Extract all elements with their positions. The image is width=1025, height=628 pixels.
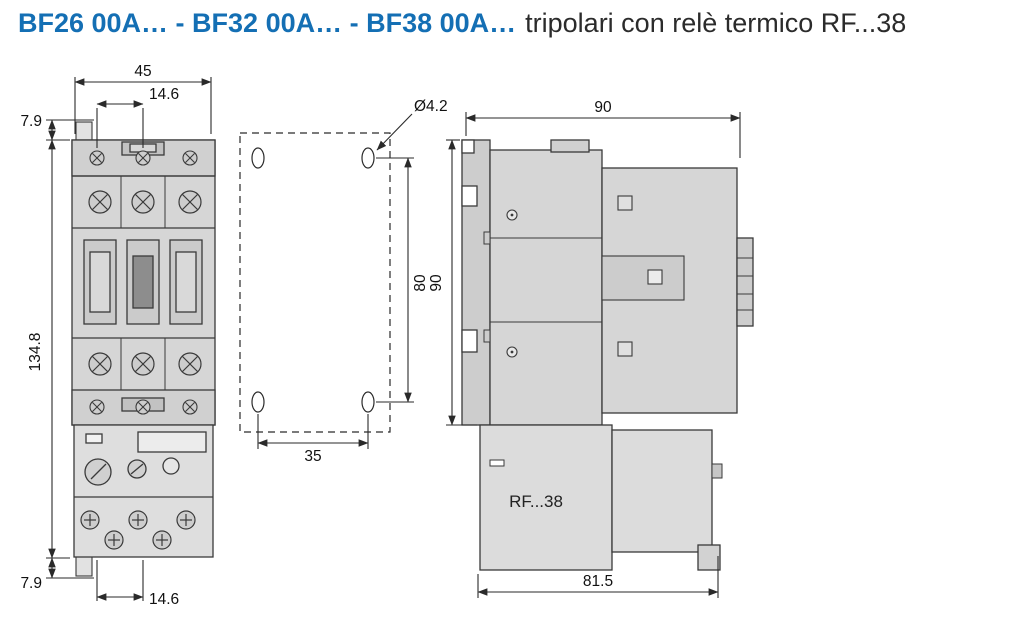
drilling-outline: [239, 132, 391, 433]
side-view-dimensions: [446, 112, 741, 598]
dim-front-height: 134.8: [27, 333, 44, 372]
dim-front-offset-top: 7.9: [20, 113, 42, 130]
dim-front-width: 45: [134, 63, 151, 80]
dim-front-pitch-bottom: 14.6: [149, 591, 179, 608]
page-title: BF26 00A… - BF32 00A… - BF38 00A… tripola…: [18, 6, 906, 40]
test-button: [162, 457, 180, 475]
contactor-side-body: [483, 139, 754, 426]
dim-side-height: 90: [428, 274, 445, 292]
dim-front-offset-bottom: 7.9: [20, 575, 42, 592]
drilling-plan-dimensions: [257, 113, 414, 449]
pole-windows: [83, 239, 203, 325]
mounting-holes: [251, 147, 375, 413]
drilling-plan-labels: Ø4.2 80 35: [304, 98, 447, 465]
dim-relay-depth: 81.5: [583, 573, 613, 590]
relay-model-label: RF...38: [509, 492, 563, 511]
page-subtitle: tripolari con relè termico RF...38: [525, 8, 907, 38]
dim-hole-vertical-pitch: 80: [412, 274, 429, 292]
thermal-relay-side: [479, 424, 723, 571]
front-view-dimensions: [46, 77, 212, 601]
din-hook-top: [75, 121, 93, 143]
dim-hole-diameter: Ø4.2: [414, 98, 448, 115]
model-codes: BF26 00A… - BF32 00A… - BF38 00A…: [18, 8, 517, 38]
front-view: 45 14.6 7.9 134.8 7.9 14.6: [20, 63, 216, 608]
side-rear-flange: [461, 139, 491, 426]
drilling-plan-view: [239, 113, 414, 449]
thermal-relay-front: [73, 424, 214, 558]
din-hook-bottom: [75, 555, 93, 577]
dim-side-depth: 90: [594, 99, 612, 116]
dim-hole-horizontal-pitch: 35: [304, 448, 321, 465]
side-view-labels: RF...38 90 90 81.5: [428, 99, 613, 590]
dim-front-pitch-top: 14.6: [149, 86, 179, 103]
front-view-dim-labels: 45 14.6 7.9 134.8 7.9 14.6: [20, 63, 179, 608]
side-view: [446, 112, 754, 598]
